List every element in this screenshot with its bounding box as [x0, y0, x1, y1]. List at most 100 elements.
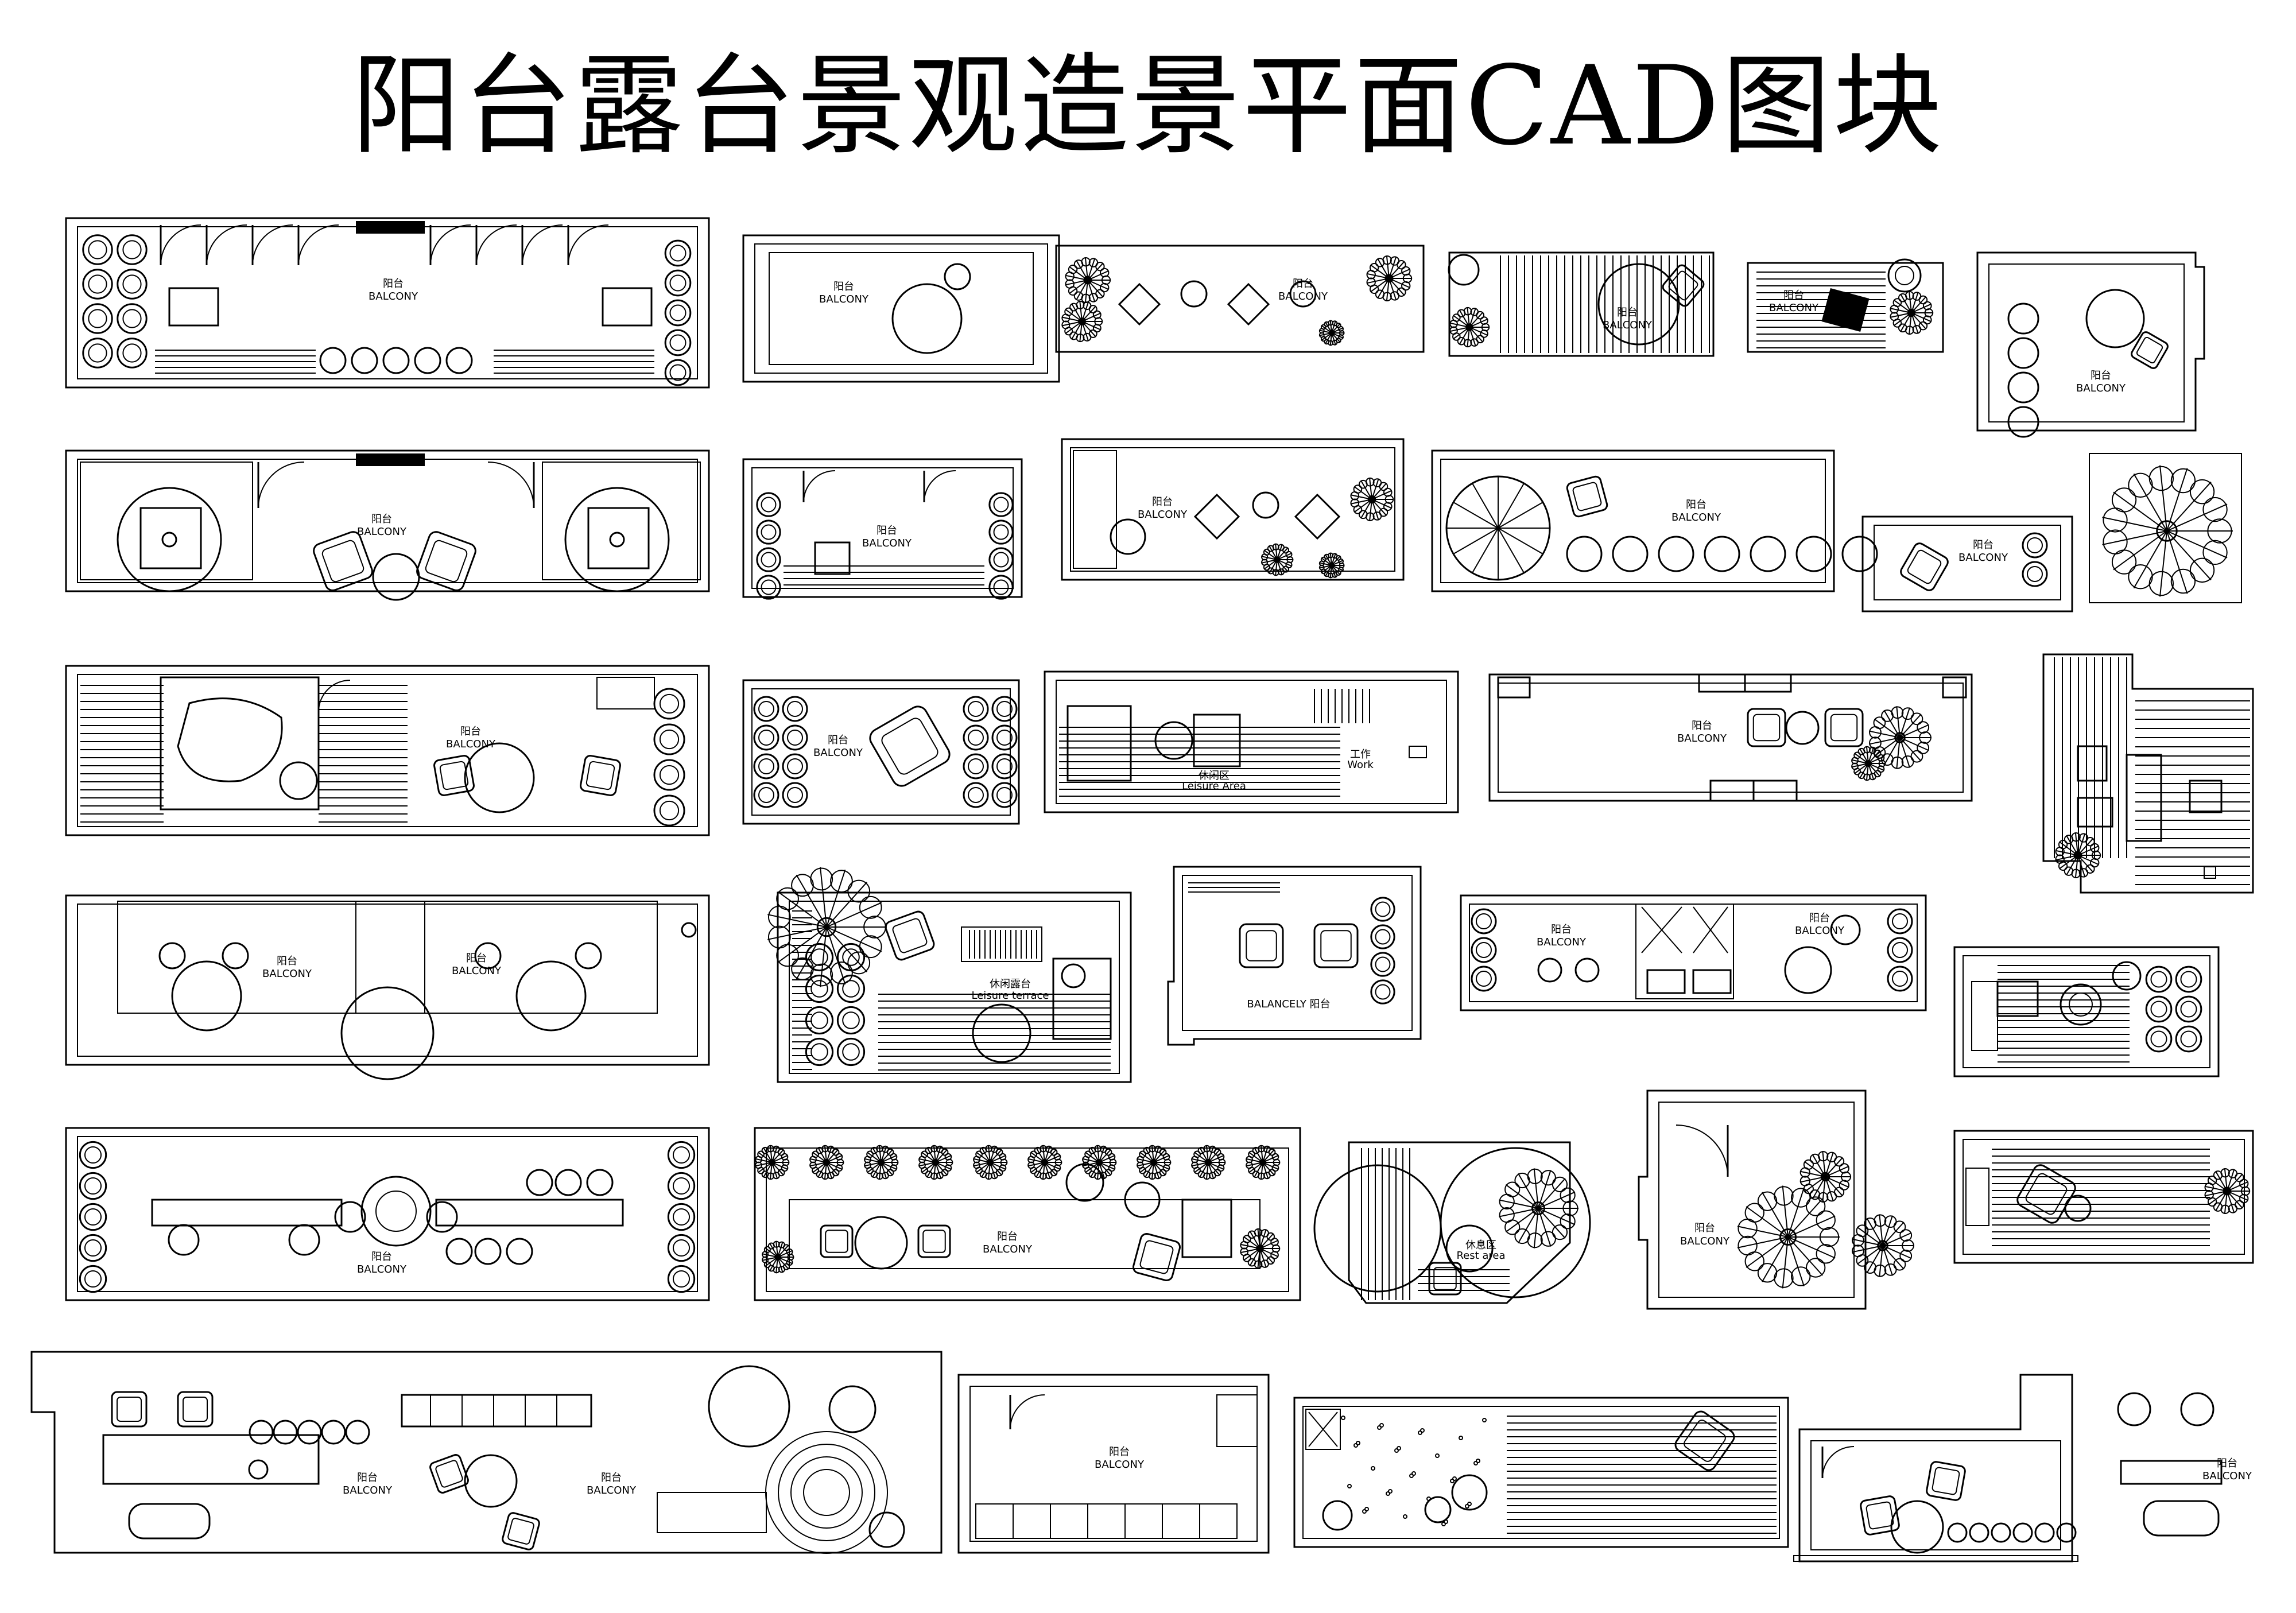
chair-cushion — [507, 1518, 534, 1545]
tree-leaf — [830, 961, 853, 984]
gravel-dot — [1411, 1471, 1416, 1476]
round-table-icon — [334, 1201, 366, 1233]
planter-pot-icon — [79, 1141, 107, 1169]
planter-pot-icon — [782, 696, 808, 722]
tree-plan-icon — [2055, 832, 2101, 879]
planter-pot-icon — [2150, 971, 2167, 988]
tree-leaf — [1267, 567, 1274, 575]
tree-leaf — [1065, 279, 1075, 289]
tree-leaf — [1358, 510, 1368, 519]
chair-cushion — [117, 1397, 142, 1422]
wall-outline — [751, 688, 1011, 816]
tree-leaf — [2090, 858, 2100, 868]
tree-leaf — [1100, 282, 1110, 293]
wall-outline — [77, 674, 698, 827]
tree-leaf — [1480, 316, 1488, 325]
planter-pot-icon — [84, 1177, 102, 1195]
plan-label: BALCONY — [1603, 319, 1653, 331]
door-arc — [1676, 1125, 1728, 1177]
plan-label: BALCONY — [1138, 509, 1188, 521]
tree-leaf — [1901, 755, 1914, 768]
plan-r5-e — [1953, 1130, 2254, 1264]
tree-leaf — [2189, 557, 2215, 583]
sofa-icon — [128, 1503, 211, 1540]
planter-pot-icon — [117, 269, 148, 300]
gravel-dot — [1353, 1443, 1358, 1448]
round-table-icon — [279, 761, 318, 800]
tree-canopy — [1440, 1147, 1591, 1298]
wall-outline — [1124, 1503, 1163, 1539]
tree-leaf — [1881, 753, 1894, 766]
plan-label: 阳台 — [997, 1231, 1018, 1243]
plan-label: BALCONY — [452, 965, 502, 977]
tree-leaf — [1375, 289, 1385, 299]
tree-plan-icon — [762, 1240, 794, 1274]
wall-outline — [1747, 262, 1944, 353]
tree-leaf — [1893, 1258, 1906, 1271]
door-arc — [476, 224, 517, 266]
wall-outline — [2120, 1460, 2223, 1485]
tree-leaf — [1818, 1151, 1829, 1162]
round-table-icon — [340, 986, 435, 1080]
plan-label: 阳台 — [466, 952, 487, 964]
planter-pot-icon — [669, 304, 687, 321]
tree-plan-icon — [2204, 1168, 2251, 1215]
chair-seat — [177, 1391, 214, 1428]
planter-pot-icon — [805, 1037, 834, 1067]
tree-leaf — [1081, 257, 1091, 267]
door-arc — [318, 680, 351, 712]
wall-outline — [1497, 676, 1531, 699]
tree-leaf — [2170, 568, 2196, 594]
planter-pot-icon — [756, 575, 781, 600]
tree-leaf — [999, 1164, 1007, 1172]
tree-leaf — [1338, 558, 1344, 564]
planter-pot-icon — [2150, 1030, 2167, 1048]
round-table-icon — [1448, 254, 1480, 286]
tree-leaf — [1162, 1153, 1170, 1161]
planter-pot-icon — [2145, 995, 2173, 1023]
tree-leaf — [1320, 556, 1327, 563]
plan-line — [1498, 528, 1543, 555]
gravel-dot — [1418, 1430, 1422, 1435]
round-table-icon — [1537, 957, 1562, 983]
tree-leaf — [1379, 482, 1389, 491]
wall-outline — [1963, 955, 2210, 1068]
tree-branch — [826, 926, 846, 985]
tree-leaf — [859, 895, 882, 919]
planter-pot-icon — [1476, 942, 1492, 958]
planter-pot-icon — [82, 269, 113, 300]
wall-outline — [1744, 673, 1792, 693]
chair-seat — [416, 531, 476, 591]
chair-plan-icon — [1110, 518, 1146, 555]
tree-leaf — [1068, 264, 1078, 274]
tree-trunk — [816, 917, 837, 937]
wall-outline — [1646, 969, 1686, 994]
chair-plan-icon — [575, 942, 602, 970]
wall-outline — [1635, 904, 1734, 999]
tree-leaf — [2220, 1168, 2230, 1178]
wall-outline — [754, 243, 1048, 374]
tree-plan-icon — [1137, 1145, 1172, 1180]
plan-label: 阳台 — [357, 1472, 378, 1484]
tree-trunk — [1907, 308, 1916, 317]
tree-leaf — [925, 1170, 933, 1178]
tree-leaf — [1873, 716, 1886, 730]
chair-plan-icon — [1824, 708, 1864, 747]
planter-pot-icon — [117, 234, 148, 265]
tree-leaf — [2064, 866, 2074, 876]
chair-seat — [1824, 708, 1864, 747]
tree-leaf — [1919, 731, 1932, 744]
planter-pot-icon — [382, 347, 410, 374]
planter-pot-icon — [79, 1234, 107, 1262]
planter-pot-icon — [321, 1420, 346, 1445]
plan-r4-e — [1953, 946, 2220, 1077]
side-table-icon — [1118, 282, 1161, 326]
door-swing-icon — [297, 224, 339, 266]
tree-leaf — [1877, 765, 1885, 773]
compass-icon — [248, 1459, 269, 1480]
